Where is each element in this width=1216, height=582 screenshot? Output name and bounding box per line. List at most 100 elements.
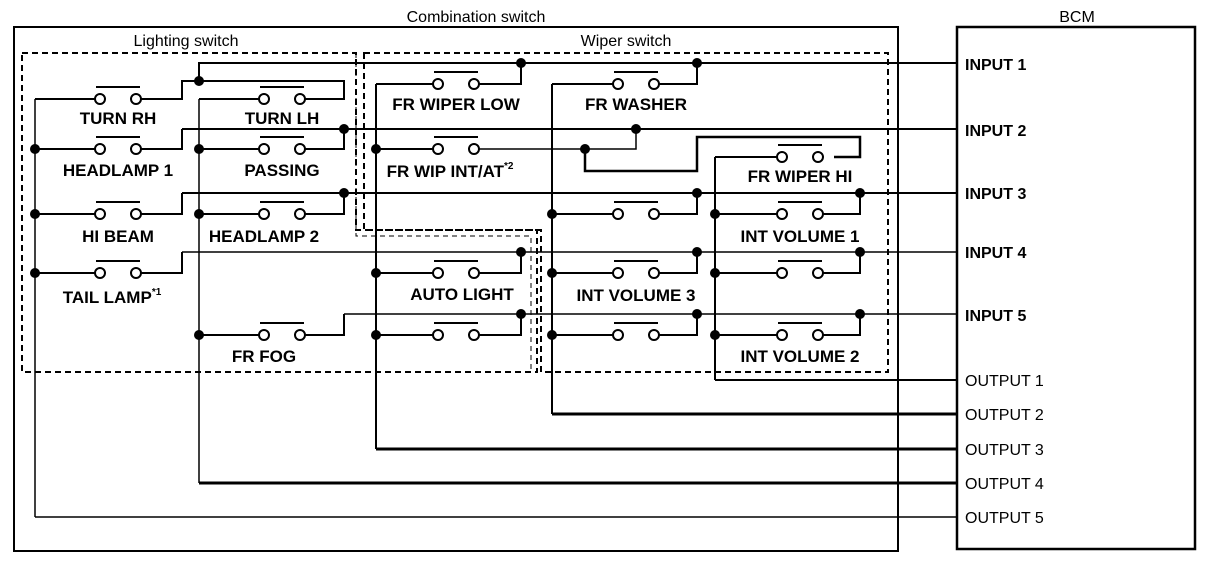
contact-terminal [648, 329, 660, 341]
junction-dot [30, 144, 40, 154]
label-fr-washer: FR WASHER [585, 95, 687, 114]
label-auto-light: AUTO LIGHT [410, 285, 514, 304]
switch-fr-wiper-hi [776, 144, 824, 163]
wire [136, 129, 183, 150]
label-turn-lh: TURN LH [245, 109, 320, 128]
contact-terminal [130, 267, 142, 279]
switch-auto-light [432, 260, 480, 279]
switch-tail-lamp [94, 260, 142, 279]
label-int-volume-3: INT VOLUME 3 [576, 286, 695, 305]
wire [585, 129, 637, 150]
bcm-output-1: OUTPUT 1 [965, 373, 1044, 390]
wire [654, 314, 698, 336]
contact-terminal [294, 93, 306, 105]
contact-terminal [258, 143, 270, 155]
contact-terminal [612, 267, 624, 279]
contact-terminal [130, 143, 142, 155]
wire [136, 252, 183, 274]
bcm-output-2: OUTPUT 2 [965, 407, 1044, 424]
contact-terminal [776, 267, 788, 279]
contact-terminal [130, 93, 142, 105]
wire [474, 314, 522, 336]
contact-terminal [648, 267, 660, 279]
combination-switch-box [13, 26, 899, 552]
switch-int-volume-2 [776, 322, 824, 341]
junction-dot [710, 268, 720, 278]
junction-dot [692, 309, 702, 319]
switch-int-volume-3 [612, 260, 660, 279]
lighting-switch-boundary-inner [355, 53, 532, 372]
contact-terminal [294, 329, 306, 341]
junction-dot [692, 58, 702, 68]
bcm-output-5: OUTPUT 5 [965, 510, 1044, 527]
bcm-input-2: INPUT 2 [965, 123, 1026, 140]
contact-terminal [258, 93, 270, 105]
switch-fr-wip-int-at [432, 136, 480, 155]
label-fr-fog: FR FOG [232, 347, 296, 366]
junction-dot [516, 58, 526, 68]
switch-turn-lh [258, 86, 306, 105]
wire [300, 129, 345, 150]
contact-terminal [612, 208, 624, 220]
wiper-switch-boundary [363, 52, 889, 373]
contact-terminal [130, 208, 142, 220]
bcm-box [955, 25, 1197, 551]
bcm-input-5: INPUT 5 [965, 308, 1026, 325]
junction-dot [710, 330, 720, 340]
wire [474, 252, 522, 274]
contact-terminal [468, 78, 480, 90]
junction-dot [855, 188, 865, 198]
switch-contacts [94, 71, 824, 341]
contact-terminal [776, 329, 788, 341]
contact-terminal [258, 208, 270, 220]
contact-terminal [468, 143, 480, 155]
switch-unlabeled-auto-row [432, 322, 480, 341]
contact-terminal [812, 151, 824, 163]
contact-terminal [294, 143, 306, 155]
junction-dot [547, 330, 557, 340]
contact-terminal [432, 143, 444, 155]
wire [583, 135, 862, 173]
switch-unlabeled-col3-row1 [612, 201, 660, 220]
contact-terminal [776, 151, 788, 163]
bcm-input-3: INPUT 3 [965, 186, 1026, 203]
contact-terminal [648, 208, 660, 220]
junction-dot [371, 268, 381, 278]
junction-dot [194, 209, 204, 219]
wiper-switch-title: Wiper switch [581, 33, 672, 50]
junction-dot [692, 188, 702, 198]
wire [136, 193, 183, 215]
label-int-volume-1: INT VOLUME 1 [740, 227, 859, 246]
switch-hi-beam [94, 201, 142, 220]
contact-terminal [612, 78, 624, 90]
wire [654, 63, 698, 85]
junction-dot [692, 247, 702, 257]
contact-terminal [432, 329, 444, 341]
junction-dot [710, 209, 720, 219]
contact-terminal [612, 329, 624, 341]
switch-fr-wiper-low [432, 71, 480, 90]
switch-passing [258, 136, 306, 155]
wire [300, 314, 345, 336]
wire [654, 252, 698, 274]
lighting-switch-title: Lighting switch [134, 33, 239, 50]
junction-dot [339, 124, 349, 134]
contact-terminal [94, 143, 106, 155]
contact-terminal [648, 78, 660, 90]
junction-dots [30, 58, 865, 340]
label-int-volume-2: INT VOLUME 2 [740, 347, 859, 366]
wire-input-1 [198, 62, 957, 81]
contact-terminal [94, 93, 106, 105]
junction-dot [194, 144, 204, 154]
junction-dot [855, 247, 865, 257]
junction-dot [339, 188, 349, 198]
label-fr-wip-int-at: FR WIP INT/AT*2 [387, 161, 514, 181]
combination-switch-title: Combination switch [407, 9, 546, 26]
label-passing: PASSING [244, 161, 319, 180]
label-fr-wiper-low: FR WIPER LOW [392, 95, 520, 114]
wire [818, 314, 861, 336]
switch-fr-washer [612, 71, 660, 90]
switch-turn-rh [94, 86, 142, 105]
label-headlamp-2: HEADLAMP 2 [209, 227, 319, 246]
switch-unlabeled-col3-row3 [612, 322, 660, 341]
